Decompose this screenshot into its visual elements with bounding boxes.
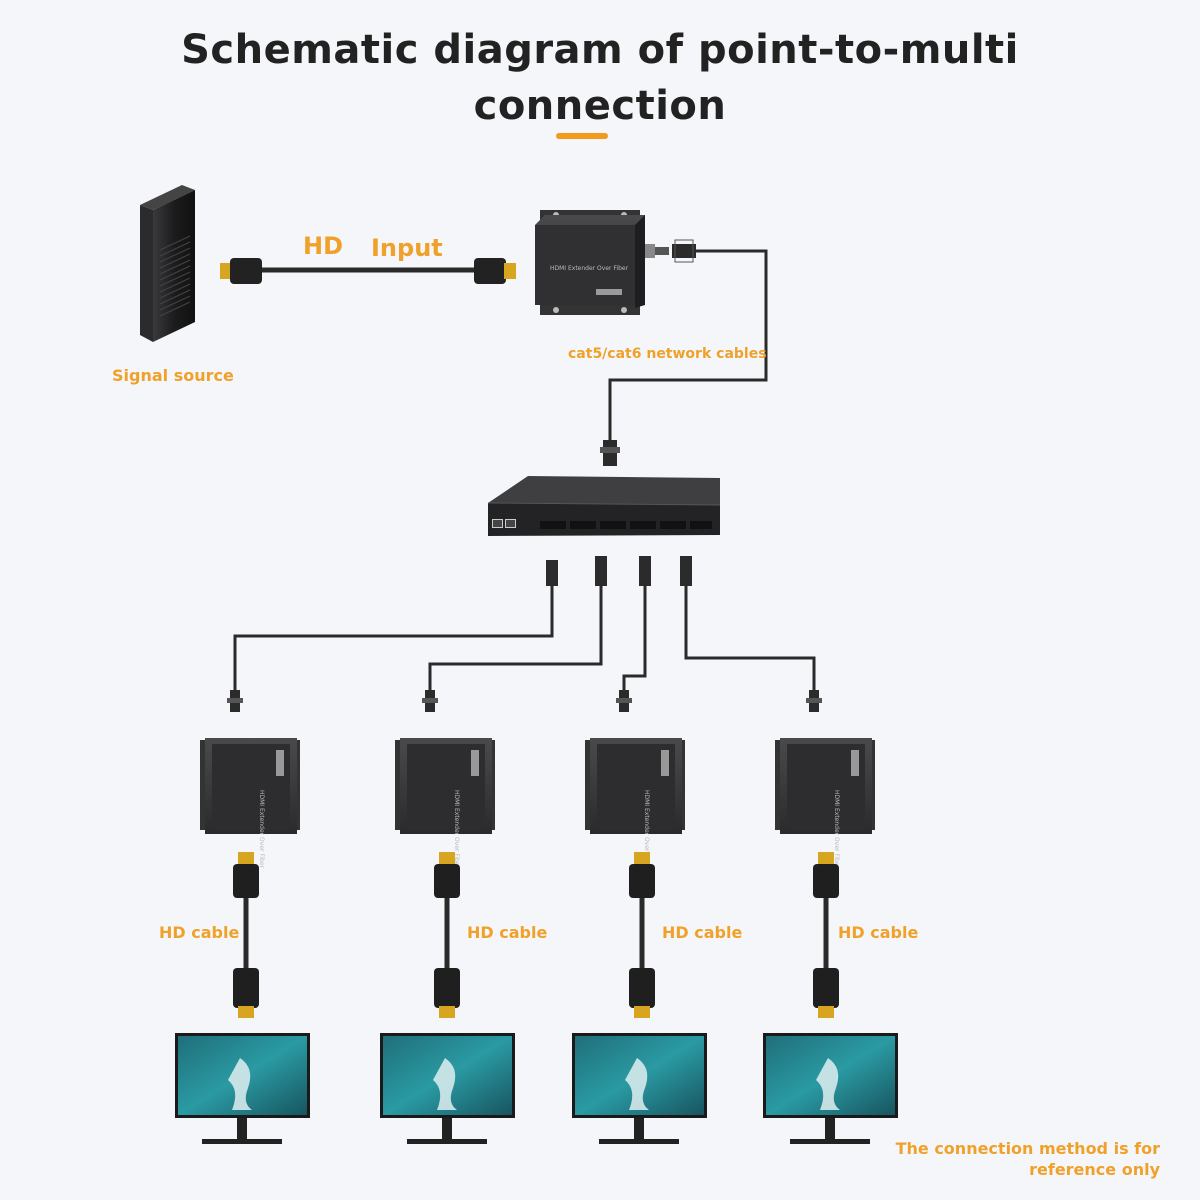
network-cable-uplink [608,249,768,440]
pc-tower-icon [140,185,195,342]
receiver-device-text-3: HDMI Extender Over Fiber [643,790,650,869]
receiver-device-text-1: HDMI Extender Over Fiber [258,790,265,869]
hd-input-label-hd: HD [303,232,344,260]
receiver-device-text-2: HDMI Extender Over Fiber [453,790,460,869]
network-cables-distribution [233,586,816,690]
signal-source-label: Signal source [112,366,234,385]
reference-note: The connection method is for reference o… [896,1138,1160,1180]
rj45-connector-icon [600,440,620,466]
hd-cable-label-2: HD cable [467,923,548,942]
title-line-1: Schematic diagram of point-to-multi [181,27,1019,73]
hd-cable-label-3: HD cable [662,923,743,942]
reference-note-line-2: reference only [1029,1160,1160,1179]
extender-receiver-icon: HDMI Extender Over Fiber HDMI Extender O… [200,690,875,869]
transmitter-device-text: HDMI Extender Over Fiber [550,265,629,272]
hd-input-label-input: Input [371,234,443,262]
extender-transmitter-icon: HDMI Extender Over Fiber [535,210,696,315]
hdmi-input-cable-icon [220,258,516,284]
page-title: Schematic diagram of point-to-multi conn… [0,22,1200,134]
rj45-connectors-switch [546,556,692,586]
title-line-2: connection [473,83,727,129]
reference-note-line-1: The connection method is for [895,1139,1160,1158]
hdmi-cable-icon [233,852,839,1018]
network-switch-icon [487,476,721,536]
monitor-icon [175,1033,898,1144]
hd-cable-label-1: HD cable [159,923,240,942]
title-underline [556,133,608,139]
hd-cable-label-4: HD cable [838,923,919,942]
network-cables-label: cat5/cat6 network cables [568,346,767,362]
receiver-device-text-4: HDMI Extender Over Fiber [833,790,840,869]
